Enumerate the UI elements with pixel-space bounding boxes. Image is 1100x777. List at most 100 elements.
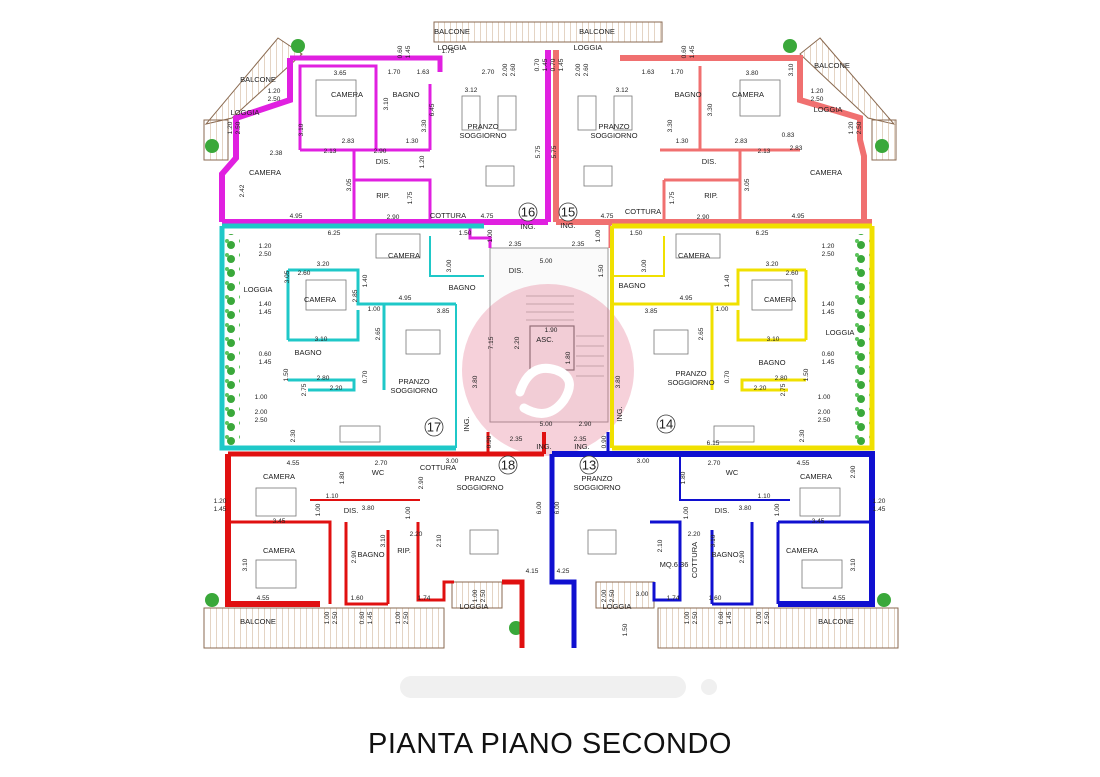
dimension-label: 2.20 — [688, 531, 701, 538]
dimension-label: 2.90 — [387, 214, 400, 221]
dimension-label: 2.20 — [410, 531, 423, 538]
dimension-label: 2.90 — [850, 465, 857, 478]
dimension-label: 1.45 — [689, 45, 696, 58]
dimension-label: 0.60 — [718, 611, 725, 624]
unit-17-walls — [219, 223, 484, 451]
dimension-label: 7.15 — [488, 336, 495, 349]
dimension-label: 1.50 — [803, 368, 810, 381]
dimension-label: 1.74 — [418, 595, 431, 602]
dimension-label: 2.75 — [780, 383, 787, 396]
room-label: LOGGIA — [814, 105, 843, 114]
room-label: LOGGIA — [244, 285, 273, 294]
apartment-badge — [518, 202, 538, 222]
dimension-label: 2.13 — [324, 148, 337, 155]
room-label: PRANZO — [581, 474, 612, 483]
dimension-label: 2.83 — [735, 138, 748, 145]
dimension-label: 2.00 — [818, 409, 831, 416]
dimension-label: 5.75 — [551, 145, 558, 158]
dimension-label: 1.00 — [595, 229, 602, 242]
room-label: SOGGIORNO — [590, 131, 637, 140]
dimension-label: 3.80 — [362, 505, 375, 512]
dimension-label: 5.00 — [540, 421, 553, 428]
room-label: CAMERA — [800, 472, 832, 481]
dimension-label: 1.20 — [873, 498, 886, 505]
room-label: ING. — [536, 442, 551, 451]
room-label: BAGNO — [357, 550, 384, 559]
apartment-badge — [579, 455, 599, 475]
dimension-label: 1.00 — [684, 611, 691, 624]
dimension-label: 1.50 — [283, 368, 290, 381]
dimension-label: 3.00 — [446, 458, 459, 465]
apartment-number: 13 — [582, 458, 596, 473]
room-label: WC — [726, 468, 739, 477]
room-label: CAMERA — [764, 295, 796, 304]
dimension-label: 1.50 — [598, 264, 605, 277]
dimension-label: 6.00 — [554, 501, 561, 514]
dimension-label: 4.15 — [526, 568, 539, 575]
dimension-label: 1.45 — [367, 611, 374, 624]
room-label: CAMERA — [810, 168, 842, 177]
dimension-label: 3.10 — [242, 558, 249, 571]
dimension-label: 3.10 — [383, 97, 390, 110]
room-label: COTTURA — [430, 211, 466, 220]
room-label: LOGGIA — [460, 602, 489, 611]
room-label: LOGGIA — [826, 328, 855, 337]
room-label: BALCONE — [240, 617, 276, 626]
dimension-label: 2.50 — [856, 121, 863, 134]
dimension-label: 2.80 — [317, 375, 330, 382]
dimension-label: 4.95 — [399, 295, 412, 302]
dimension-label: 2.50 — [259, 251, 272, 258]
dimension-label: 1.75 — [442, 48, 455, 55]
dimension-label: 1.45 — [542, 58, 549, 71]
dimension-label: 1.45 — [214, 506, 227, 513]
dimension-label: 1.63 — [642, 69, 655, 76]
dimension-label: 2.20 — [754, 385, 767, 392]
dimension-label: 3.30 — [421, 119, 428, 132]
dimension-label: 4.55 — [797, 460, 810, 467]
dimension-label: 1.00 — [395, 611, 402, 624]
room-label: BAGNO — [758, 358, 785, 367]
dimension-label: 1.80 — [339, 471, 346, 484]
dimension-label: 1.80 — [565, 351, 572, 364]
dimension-label: 1.00 — [255, 394, 268, 401]
apartment-number: 17 — [427, 420, 441, 435]
dimension-label: 0.90 — [601, 435, 608, 448]
dimension-label: 1.70 — [671, 69, 684, 76]
room-label: LOGGIA — [231, 108, 260, 117]
dimension-label: 0.60 — [397, 45, 404, 58]
room-label: ING. — [462, 416, 471, 431]
dimension-label: 1.45 — [873, 506, 886, 513]
dimension-label: 1.00 — [774, 503, 781, 516]
dimension-label: 1.00 — [716, 306, 729, 313]
dimension-label: 3.65 — [334, 70, 347, 77]
dimension-label: 5.75 — [535, 145, 542, 158]
dimension-label: 1.00 — [315, 503, 322, 516]
dimension-label: 4.95 — [290, 213, 303, 220]
dimension-label: 3.10 — [380, 534, 387, 547]
room-label: SOGGIORNO — [667, 378, 714, 387]
dimension-label: 1.63 — [417, 69, 430, 76]
room-label: CAMERA — [263, 472, 295, 481]
room-label: BAGNO — [711, 550, 738, 559]
dimension-label: 2.10 — [657, 539, 664, 552]
apartment-badge — [498, 455, 518, 475]
dimension-label: 2.70 — [482, 69, 495, 76]
dimension-label: 2.00 — [601, 589, 608, 602]
room-label: LOGGIA — [574, 43, 603, 52]
dimension-label: 1.60 — [351, 595, 364, 602]
dimension-label: 1.75 — [669, 191, 676, 204]
unit-14-walls — [610, 223, 875, 451]
room-label: SOGGIORNO — [390, 386, 437, 395]
dimension-label: 0.70 — [362, 370, 369, 383]
dimension-label: 2.83 — [790, 145, 803, 152]
dimension-label: 1.40 — [724, 274, 731, 287]
room-label: ING. — [615, 406, 624, 421]
dimension-label: 1.50 — [459, 230, 472, 237]
room-label: BAGNO — [448, 283, 475, 292]
dimension-label: 2.70 — [708, 460, 721, 467]
unit-15-walls — [553, 50, 872, 248]
dimension-label: 2.35 — [572, 241, 585, 248]
dimension-label: 0.70 — [550, 58, 557, 71]
